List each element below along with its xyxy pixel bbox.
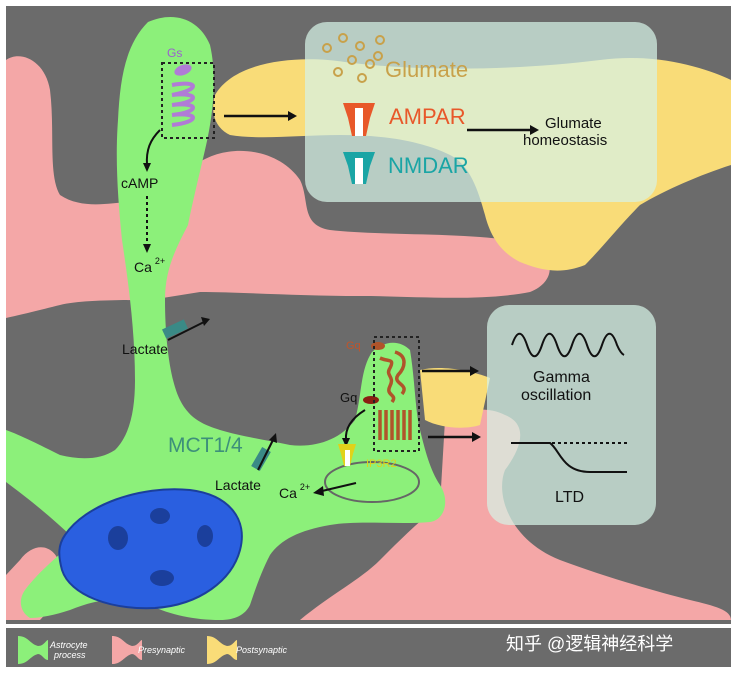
postsynaptic-legend-label: Postsynaptic xyxy=(236,645,288,655)
glumate-label: Glumate xyxy=(385,57,468,82)
astrocyte-legend-label-2: process xyxy=(53,650,86,660)
gq-receptor-upper-icon xyxy=(379,350,406,404)
astrocyte-legend-label-1: Astrocyte xyxy=(49,640,88,650)
presynaptic-legend-label: Presynaptic xyxy=(138,645,186,655)
er-outline xyxy=(324,461,420,503)
watermark: 知乎 @逻辑神经科学 xyxy=(506,634,673,654)
presynaptic-legend-icon xyxy=(112,636,142,664)
legend-postsynaptic: Postsynaptic xyxy=(207,636,288,664)
glutamate-vesicles-icon xyxy=(322,33,385,83)
astrocyte-legend-icon xyxy=(18,636,48,664)
glutamate-panel xyxy=(305,22,657,202)
gamma-label-1: Gamma xyxy=(533,369,590,386)
gq-mid-protein-icon xyxy=(363,396,379,404)
ip3r2-icon xyxy=(338,444,356,466)
legend-astrocyte: Astrocyte process xyxy=(18,636,88,664)
ampar-icon xyxy=(343,103,375,136)
gs-receptor-icon xyxy=(171,81,195,127)
gq-receptor-box xyxy=(373,336,420,452)
gs-protein-icon xyxy=(174,64,192,76)
ip3r2-label: IP3R2 xyxy=(366,458,397,470)
ltd-label: LTD xyxy=(555,489,584,506)
lactate-bottom-label: Lactate xyxy=(215,477,261,493)
gq-receptor-lower-icon xyxy=(378,410,412,440)
gs-receptor-box xyxy=(161,62,215,139)
gamma-label-2: oscillation xyxy=(521,387,591,404)
legend-presynaptic: Presynaptic xyxy=(112,636,186,664)
gamma-wave-icon xyxy=(511,332,625,358)
ltd-trace-icon xyxy=(511,442,627,473)
mct-label: MCT1/4 xyxy=(168,434,243,457)
nucleus xyxy=(58,488,243,610)
homeostasis-label-1: Glumate xyxy=(545,115,602,132)
gamma-ltd-panel xyxy=(487,305,656,525)
homeostasis-label-2: homeostasis xyxy=(523,132,607,149)
gs-label: Gs xyxy=(167,46,182,60)
nmdar-label: NMDAR xyxy=(388,153,469,178)
nmdar-icon xyxy=(343,152,375,184)
postsynaptic-legend-icon xyxy=(207,636,237,664)
gq-top-label: Gq xyxy=(346,340,361,352)
gq-mid-label: Gq xyxy=(340,390,357,405)
camp-label: cAMP xyxy=(121,175,158,191)
lactate-top-label: Lactate xyxy=(122,341,168,357)
mct-top-icon xyxy=(162,319,188,339)
ampar-label: AMPAR xyxy=(389,104,466,129)
